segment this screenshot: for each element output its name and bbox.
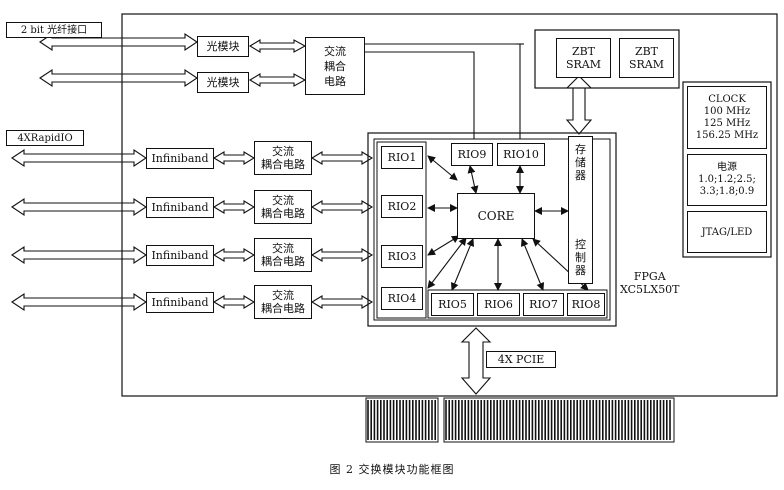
bus-arrow-pcie	[460, 327, 492, 395]
rio9: RIO9	[451, 143, 493, 166]
ac-coupling-1: 交流 耦合电路	[254, 141, 312, 175]
fpga-inner	[373, 138, 611, 321]
bus-arrow-ac-rio-4	[310, 295, 374, 309]
side-panel	[682, 81, 772, 258]
infiniband-1: Infiniband	[146, 148, 214, 169]
bus-arrow-opt2-ac	[248, 73, 307, 87]
rio-left-group	[376, 141, 427, 319]
infiniband-3: Infiniband	[146, 245, 214, 266]
figure-caption: 图 2 交换模块功能框图	[329, 463, 455, 476]
ac-coupling-top: 交流 耦合 电路	[305, 37, 365, 95]
rio2: RIO2	[381, 195, 423, 218]
infiniband-4: Infiniband	[146, 292, 214, 313]
rio10: RIO10	[497, 143, 545, 166]
rio5: RIO5	[431, 293, 474, 316]
wire-to-rio10	[365, 43, 521, 139]
fpga-label: FPGA XC5LX50T	[620, 270, 680, 296]
core-block: CORE	[457, 193, 535, 239]
zbt-sram-1: ZBT SRAM	[556, 38, 611, 78]
memory-controller-bottom-label: 控 制 器	[575, 238, 586, 277]
link-rio5-core	[450, 238, 475, 291]
port-label-rapidio: 4XRapidIO	[6, 130, 84, 146]
bus-arrow-rio-in-4	[11, 292, 147, 312]
zbt-sram-2: ZBT SRAM	[619, 38, 674, 78]
bus-arrow-rio-in-1	[11, 148, 147, 168]
rio6: RIO6	[477, 293, 520, 316]
link-rio9-core	[467, 165, 479, 194]
rio1: RIO1	[381, 146, 423, 169]
link-rio3-core	[427, 235, 460, 256]
ac-coupling-3: 交流 耦合电路	[254, 238, 312, 272]
board-outline	[121, 13, 778, 397]
zbt-group	[534, 29, 680, 89]
optical-module-1: 光模块	[197, 36, 249, 57]
power-box: 电源 1.0;1.2;2.5; 3.3;1.8;0.9	[687, 154, 767, 206]
bus-arrow-ib-ac-2	[212, 200, 256, 214]
link-rio1-core	[427, 155, 458, 181]
bus-arrow-ac-rio-1	[310, 151, 374, 165]
bus-arrow-rio-in-2	[11, 197, 147, 217]
optical-module-2: 光模块	[197, 72, 249, 93]
bus-arrow-zbt-mem	[565, 75, 593, 135]
bus-arrow-opt2	[39, 68, 198, 88]
link-rio7-core	[520, 238, 545, 291]
infiniband-2: Infiniband	[146, 197, 214, 218]
jtag-led-box: JTAG/LED	[687, 211, 767, 253]
port-label-2bit: 2 bit 光纤接口	[6, 22, 102, 38]
wire-to-rio9	[365, 51, 475, 139]
link-rio4-core	[427, 237, 467, 289]
rio7: RIO7	[523, 293, 564, 316]
edge-connector	[365, 397, 675, 443]
memory-controller-top-label: 存 储 器	[575, 143, 586, 182]
bus-arrow-ac-rio-2	[310, 200, 374, 214]
rio3: RIO3	[381, 245, 423, 268]
clock-box: CLOCK 100 MHz 125 MHz 156.25 MHz	[687, 86, 767, 149]
connector-segment	[443, 397, 675, 443]
rio-bottom-group	[427, 289, 608, 319]
ac-coupling-2: 交流 耦合电路	[254, 190, 312, 224]
optical-wiring	[365, 43, 524, 139]
ac-coupling-4: 交流 耦合电路	[254, 285, 312, 319]
bus-arrow-ib-ac-3	[212, 248, 256, 262]
bus-arrow-opt1-ac	[248, 39, 307, 53]
rio8: RIO8	[567, 293, 605, 316]
bus-arrow-rio-in-3	[11, 245, 147, 265]
bus-arrow-ib-ac-1	[212, 151, 256, 165]
memory-controller: 存 储 器 控 制 器	[568, 136, 593, 284]
fpga-outer	[367, 132, 617, 327]
rio4: RIO4	[381, 287, 423, 310]
bus-arrow-ac-rio-3	[310, 248, 374, 262]
core-interconnects	[427, 155, 589, 291]
bus-arrow-ib-ac-4	[212, 295, 256, 309]
connector-segment	[365, 397, 439, 443]
pcie-label: 4X PCIE	[486, 351, 556, 368]
